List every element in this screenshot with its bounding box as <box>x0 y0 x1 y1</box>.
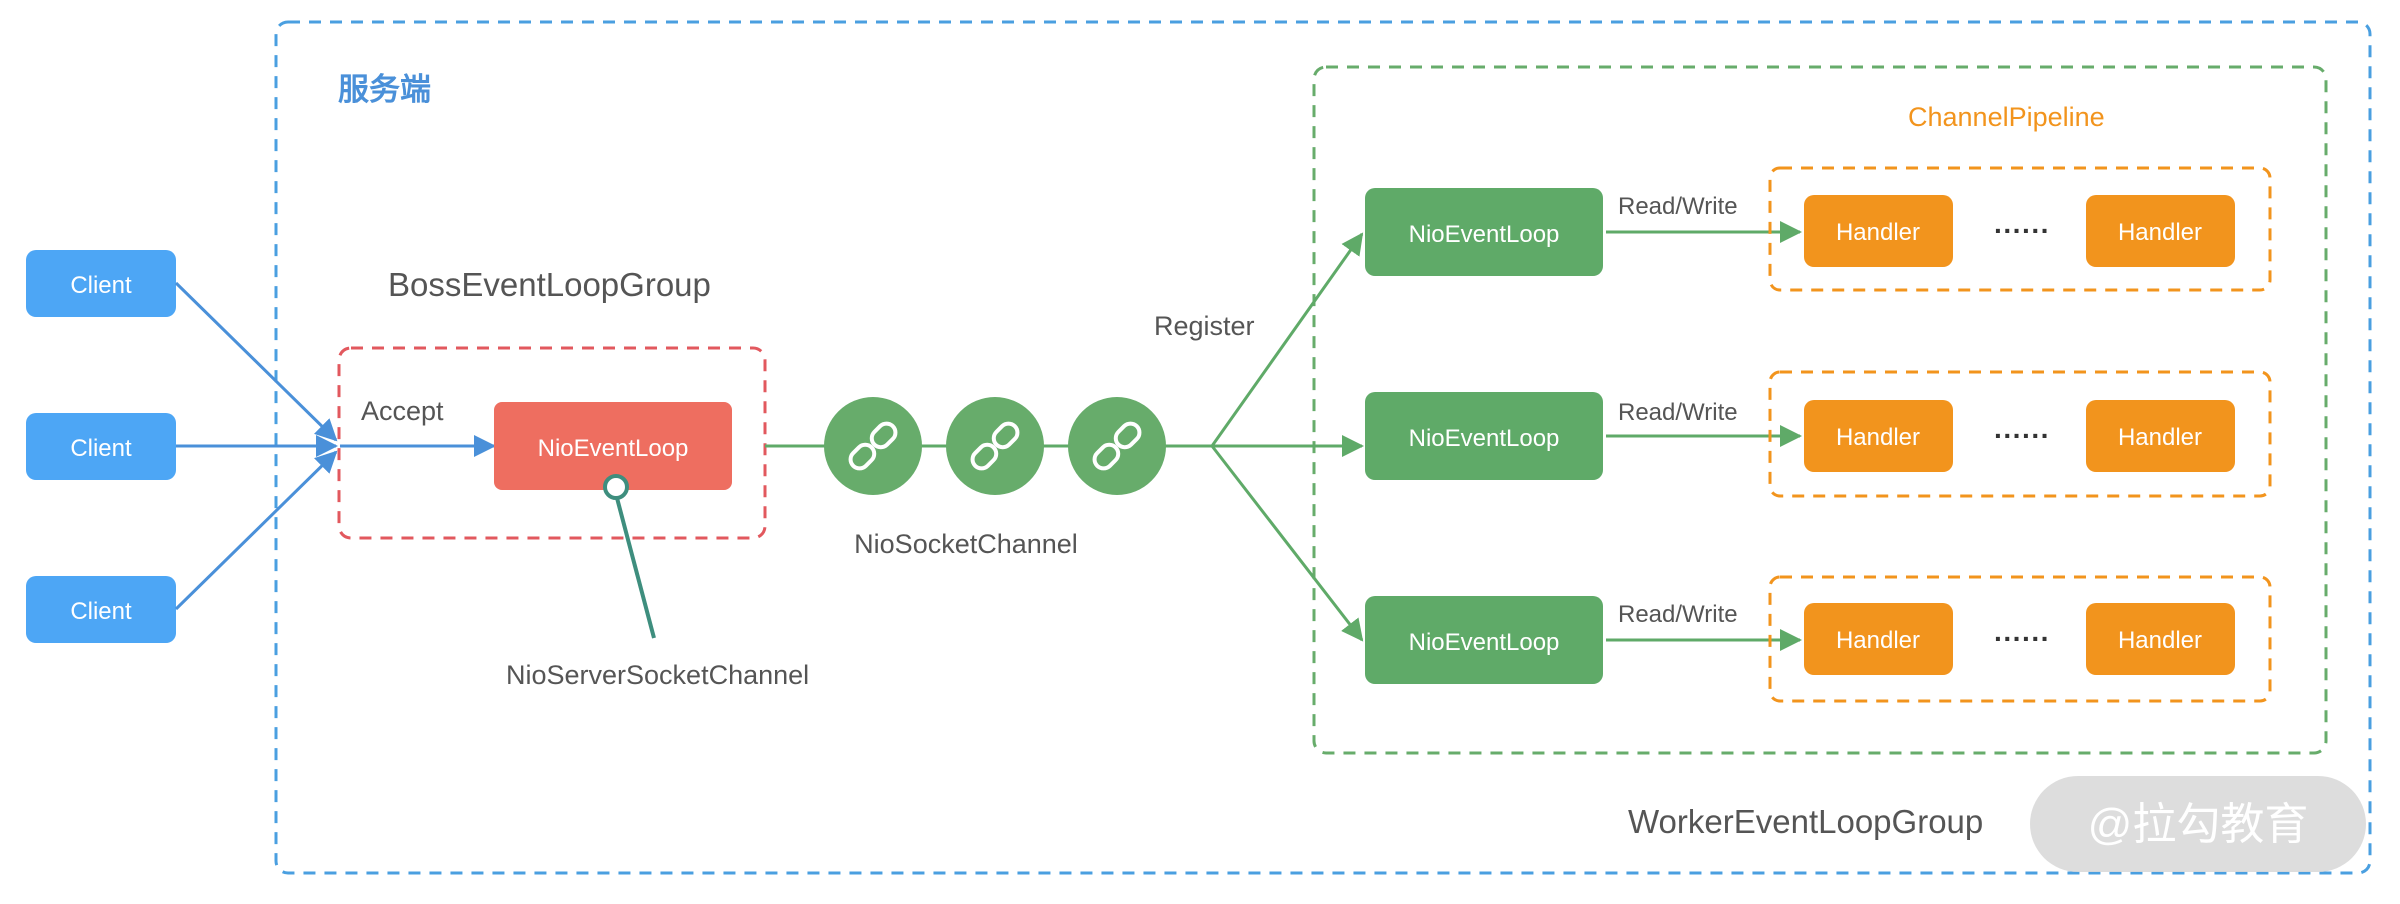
client-box: Client <box>26 250 176 317</box>
socket-channel-label: NioSocketChannel <box>854 529 1078 559</box>
read-write-label: Read/Write <box>1618 601 1738 628</box>
worker-row: NioEventLoop Read/Write Handler ······ H… <box>1365 370 2272 498</box>
client-label: Client <box>70 272 132 299</box>
boss-group-label: BossEventLoopGroup <box>388 266 711 303</box>
client-arrow <box>174 450 338 611</box>
pipeline-label: ChannelPipeline <box>1908 102 2105 132</box>
handler-box <box>1804 603 1953 675</box>
worker-event-loop-label: NioEventLoop <box>1409 629 1560 656</box>
register-arrow <box>1210 445 1364 642</box>
client-box: Client <box>26 413 176 480</box>
handler-box <box>1804 400 1953 472</box>
handler-label: Handler <box>2118 219 2202 246</box>
pipeline-container <box>1768 575 2272 703</box>
handler-label: Handler <box>1836 424 1920 451</box>
link-icon <box>946 397 1044 495</box>
client-label: Client <box>70 435 132 462</box>
link-icon <box>1068 397 1166 495</box>
server-socket-anchor <box>603 474 629 500</box>
ellipsis: ······ <box>1994 420 2050 451</box>
client-box: Client <box>26 576 176 643</box>
handler-label: Handler <box>2118 424 2202 451</box>
worker-group-label: WorkerEventLoopGroup <box>1628 803 1983 840</box>
worker-event-loop <box>1365 188 1603 276</box>
handler-label: Handler <box>1836 219 1920 246</box>
server-socket-pointer <box>615 497 656 639</box>
read-write-label: Read/Write <box>1618 399 1738 426</box>
link-icon <box>824 397 922 495</box>
register-label: Register <box>1154 311 1255 341</box>
client-arrow <box>174 281 338 442</box>
boss-event-loop: NioEventLoop <box>494 402 732 490</box>
handler-box <box>2086 603 2235 675</box>
server-container <box>274 20 2372 875</box>
handler-box <box>2086 400 2235 472</box>
boss-group-container <box>337 346 767 540</box>
handler-label: Handler <box>1836 627 1920 654</box>
client-label: Client <box>70 598 132 625</box>
handler-box <box>2086 195 2235 267</box>
watermark-text: @拉勾教育 <box>2088 800 2309 849</box>
worker-event-loop <box>1365 392 1603 480</box>
read-write-label: Read/Write <box>1618 193 1738 220</box>
server-socket-channel-label: NioServerSocketChannel <box>506 660 809 690</box>
worker-row: NioEventLoop Read/Write Handler ······ H… <box>1365 166 2272 292</box>
ellipsis: ······ <box>1994 623 2050 654</box>
accept-label: Accept <box>361 396 444 426</box>
register-arrow <box>1210 232 1364 447</box>
boss-event-loop-label: NioEventLoop <box>538 435 689 462</box>
handler-label: Handler <box>2118 627 2202 654</box>
server-label: 服务端 <box>338 72 431 107</box>
ellipsis: ······ <box>1994 215 2050 246</box>
worker-row: NioEventLoop Read/Write Handler ······ H… <box>1365 575 2272 703</box>
handler-box <box>1804 195 1953 267</box>
watermark: @拉勾教育 <box>2030 776 2366 872</box>
pipeline-container <box>1768 370 2272 498</box>
pipeline-container <box>1768 166 2272 292</box>
worker-event-loop-label: NioEventLoop <box>1409 221 1560 248</box>
worker-group-container <box>1312 65 2328 755</box>
worker-event-loop <box>1365 596 1603 684</box>
worker-event-loop-label: NioEventLoop <box>1409 425 1560 452</box>
